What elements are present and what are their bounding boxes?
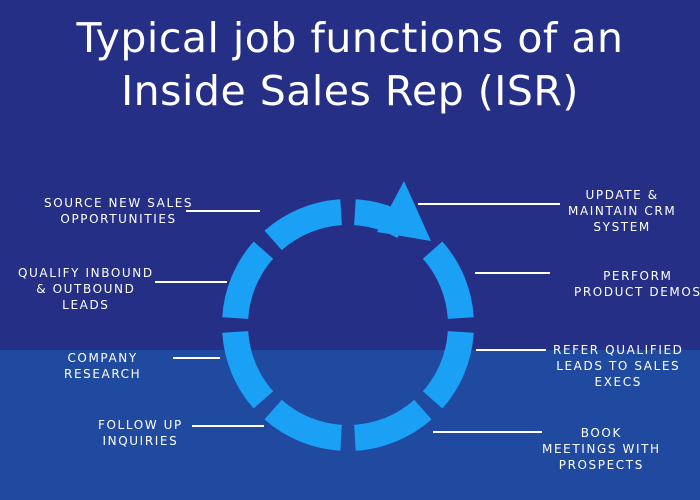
cycle-segment xyxy=(264,199,343,251)
function-source-new-sales-opportunities: SOURCE NEW SALES OPPORTUNITIES xyxy=(44,196,194,226)
function-follow-up-inquiries: FOLLOW UP INQUIRIES xyxy=(98,418,183,448)
function-refer-qualified-leads-to-sales-execs: REFER QUALIFIED LEADS TO SALES EXECS xyxy=(553,343,684,389)
connector-line-source xyxy=(186,210,260,212)
cycle-arrowhead xyxy=(377,181,431,241)
connector-line-update-crm xyxy=(418,203,560,205)
function-update-maintain-crm-system: UPDATE & MAINTAIN CRM SYSTEM xyxy=(568,188,677,234)
cycle-segment xyxy=(222,330,274,409)
cycle-segment xyxy=(353,399,432,451)
title-line-2: Inside Sales Rep (ISR) xyxy=(121,67,579,115)
connector-line-product-demos xyxy=(475,272,550,274)
title-line-1: Typical job functions of an xyxy=(76,14,624,62)
cycle-segment xyxy=(222,241,274,320)
connector-line-book-meetings xyxy=(433,431,542,433)
function-company-research: COMPANY RESEARCH xyxy=(64,351,142,381)
function-book-meetings-with-prospects: BOOK MEETINGS WITH PROSPECTS xyxy=(542,426,661,472)
cycle-segment xyxy=(264,399,343,451)
function-perform-product-demos: PERFORM PRODUCT DEMOS xyxy=(574,269,700,299)
cycle-segment xyxy=(422,241,474,320)
cycle-segment xyxy=(422,330,474,409)
connector-line-follow-up xyxy=(192,425,264,427)
lower-background-band xyxy=(0,350,700,500)
connector-line-qualify xyxy=(155,281,227,283)
connector-line-refer-leads xyxy=(476,349,546,351)
connector-line-company-research xyxy=(173,357,220,359)
function-qualify-inbound-outbound-leads: QUALIFY INBOUND & OUTBOUND LEADS xyxy=(18,266,154,312)
